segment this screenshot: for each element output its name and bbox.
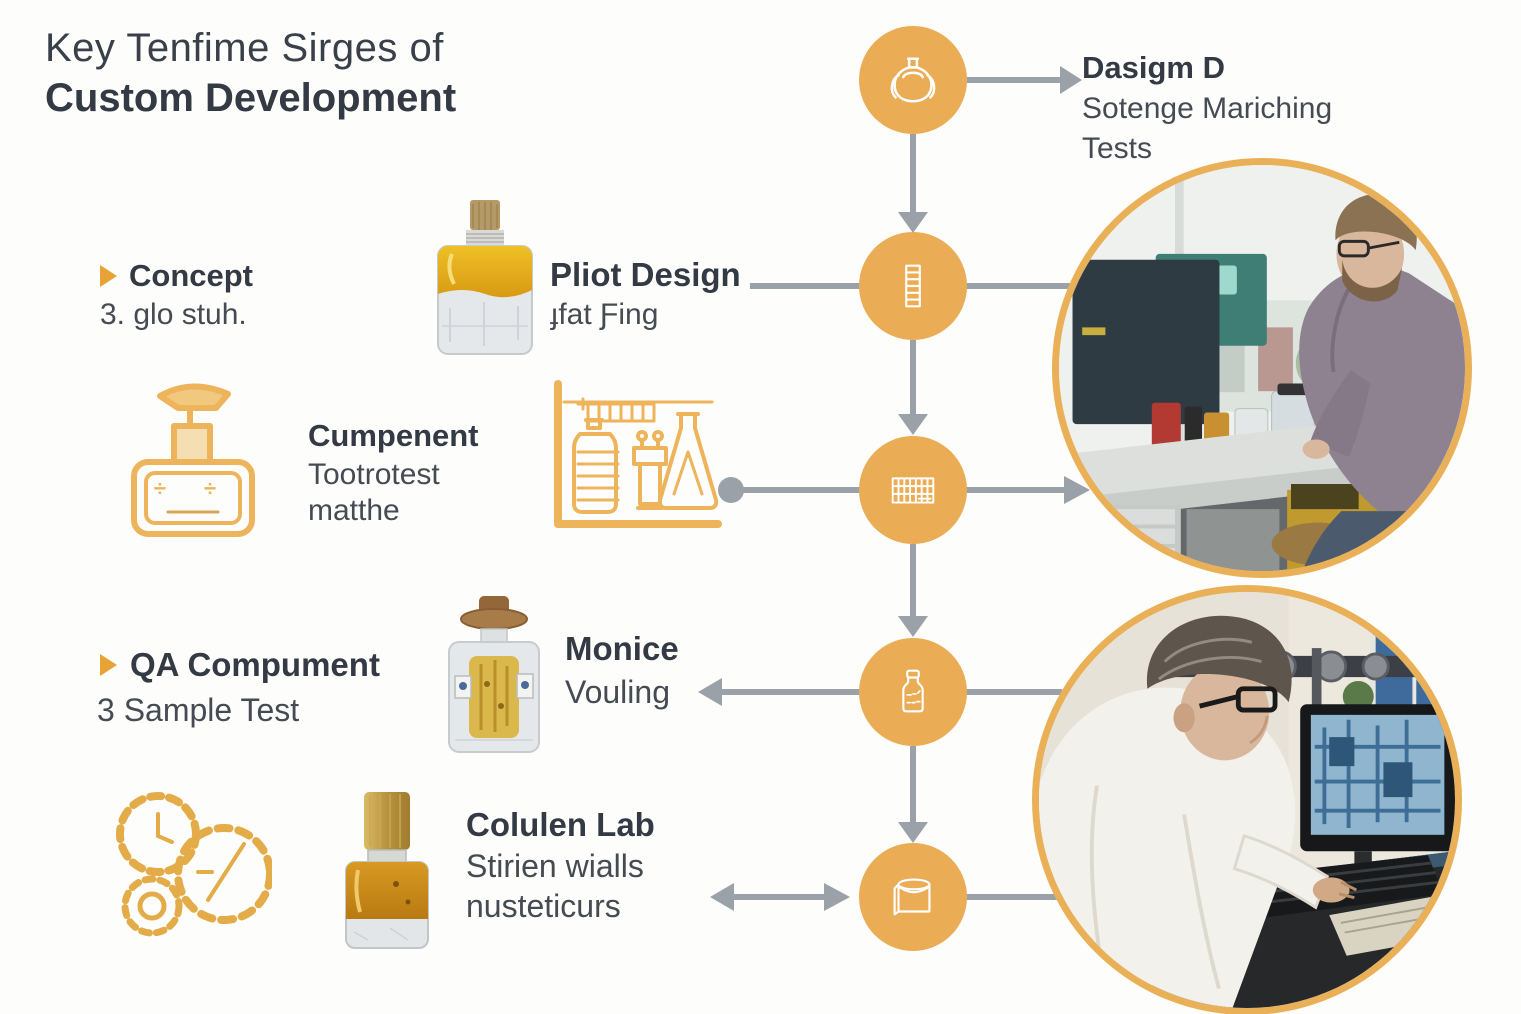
stage-pilot-title: Pliot Design	[550, 256, 741, 293]
stage-pilot-line1: ɟfat Ƒing	[550, 298, 659, 331]
page-title-line2: Custom Development	[45, 76, 457, 120]
stage-design-line1: Sotenge Mariching	[1082, 92, 1333, 125]
stage-design-line2: Tests	[1082, 132, 1153, 165]
labeled-bottle-icon	[902, 669, 924, 713]
lab-sample-bottle-image	[330, 792, 444, 957]
grid-table-icon	[891, 477, 935, 504]
gears-icon	[96, 784, 274, 945]
stage-component-line1: Tootrotest	[308, 458, 440, 491]
lab-equipment-icon	[542, 374, 724, 539]
pump-bottle-icon: ÷ ÷	[112, 372, 274, 545]
column-rack-icon	[905, 264, 921, 308]
stage-lab-line2: nusteticurs	[466, 888, 621, 924]
photo-computer-scientist	[1032, 585, 1462, 1014]
timeline-node-3	[859, 436, 967, 544]
stage-monitor-title: Monice	[565, 630, 679, 667]
stage-lab-title: Colulen Lab	[466, 806, 655, 843]
monitor-sample-bottle-image	[443, 588, 545, 763]
stage-concept-title: Concept	[129, 258, 253, 293]
qa-bullet-icon	[100, 654, 117, 676]
timeline-node-5	[859, 843, 967, 951]
bucket-icon	[893, 878, 931, 916]
perfume-flask-icon	[890, 57, 936, 103]
timeline-node-1	[859, 26, 967, 134]
stage-concept-line1: 3. ɡlo stuh.	[100, 298, 247, 331]
stage-component-line2: matthe	[308, 494, 400, 527]
stage-monitor-line1: Vouling	[565, 674, 670, 710]
stage-qa-line1: 3 Sample Test	[97, 692, 300, 728]
stage-lab-line1: Stirien wialls	[466, 848, 644, 884]
page-title-line1: Key Tenfime Sirges of	[45, 26, 444, 70]
timeline-node-4	[859, 638, 967, 746]
timeline-node-2	[859, 232, 967, 340]
photo-lab-bench-technician	[1052, 158, 1472, 578]
stage-design-title: Dasigm D	[1082, 50, 1225, 85]
concept-bullet-icon	[100, 265, 117, 287]
pilot-sample-bottle-image	[428, 198, 542, 363]
stage-design: Dasigm D Sotenge Mariching Tests	[1082, 50, 1332, 166]
stage-component-title: Cumpenent	[308, 418, 479, 453]
pump-bottle-marks: ÷ ÷	[153, 476, 233, 501]
stage-qa-title: QA Compument	[130, 646, 380, 683]
